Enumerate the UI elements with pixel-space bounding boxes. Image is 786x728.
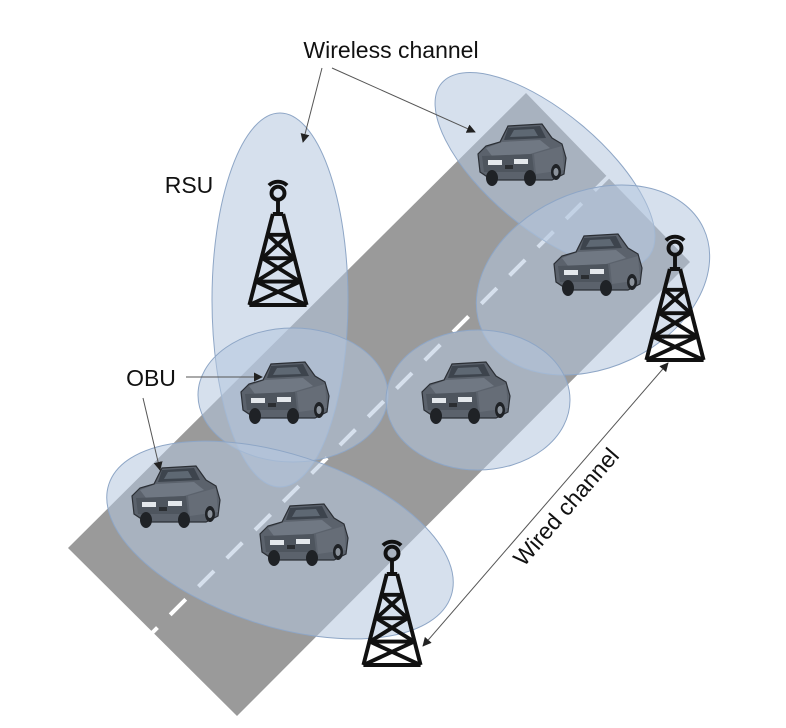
wired-channel-label: Wired channel <box>508 443 624 571</box>
obu-label: OBU <box>126 365 176 391</box>
wireless-arrow-right <box>331 67 476 133</box>
wireless-arrow-left <box>300 67 323 143</box>
obu-arrow-bottom <box>142 397 163 471</box>
rsu-label: RSU <box>165 172 214 198</box>
wireless-channel-label: Wireless channel <box>303 37 478 63</box>
wired-channel-arrow <box>422 362 669 647</box>
